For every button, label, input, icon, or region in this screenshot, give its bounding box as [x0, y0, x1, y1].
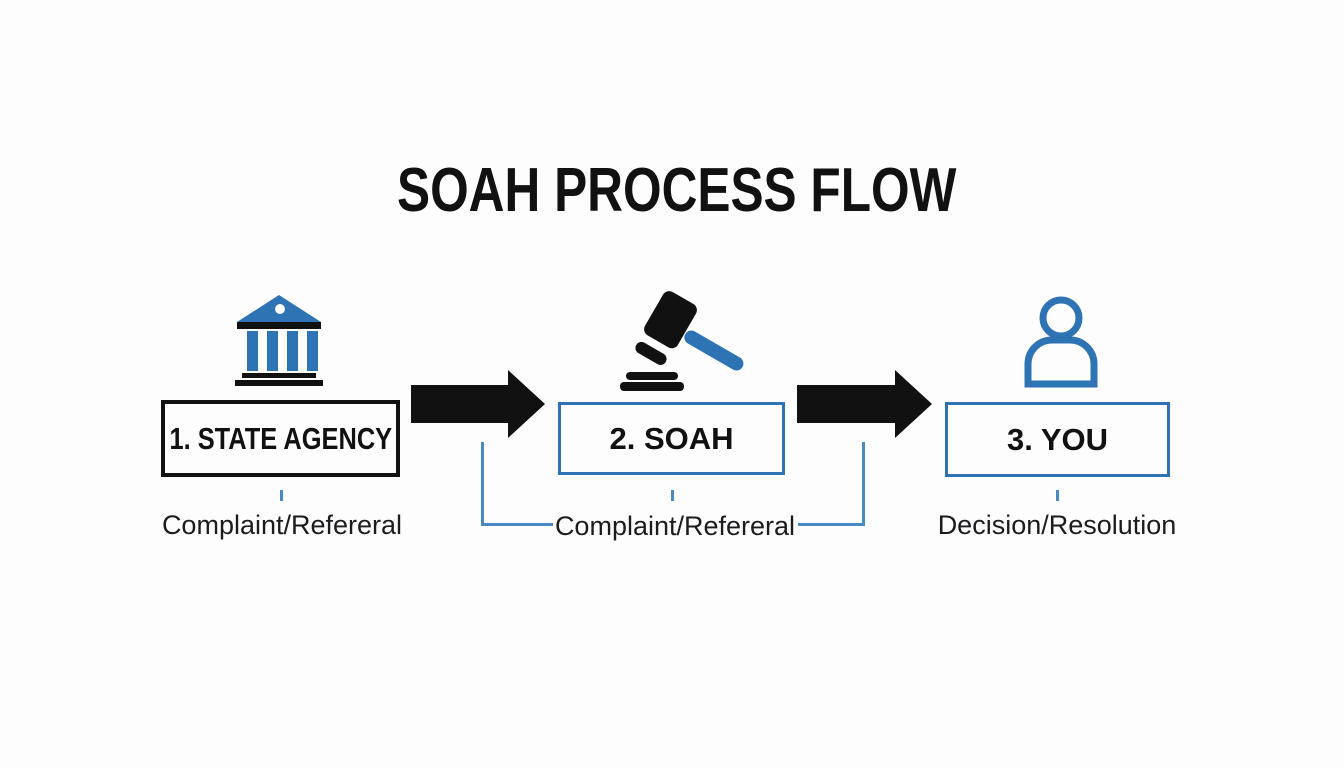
- step-box-you: 3. YOU: [945, 402, 1170, 477]
- step-box-soah: 2. SOAH: [558, 402, 785, 475]
- person-icon: [1021, 296, 1099, 390]
- connector-line-horizontal: [481, 523, 553, 526]
- connector-line-horizontal: [798, 523, 865, 526]
- connector-line-vertical: [481, 442, 484, 526]
- diagram-title: SOAH PROCESS FLOW: [397, 156, 957, 225]
- arrow-right-icon: [797, 370, 932, 438]
- connector-tick: [280, 490, 283, 501]
- bank-icon: [233, 292, 325, 386]
- connector-line-vertical: [862, 442, 865, 526]
- arrow-right-icon: [411, 370, 545, 438]
- step-label-soah: 2. SOAH: [609, 420, 734, 456]
- step-label-you: 3. YOU: [1006, 421, 1109, 457]
- connector-tick: [671, 490, 674, 501]
- step-label-state-agency: 1. STATE AGENCY: [169, 420, 392, 456]
- step-box-state-agency: 1. STATE AGENCY: [161, 400, 400, 477]
- gavel-icon: [600, 288, 748, 392]
- sublabel-complaint-referral-1: Complaint/Refereral: [161, 510, 403, 540]
- sublabel-complaint-referral-2: Complaint/Refereral: [554, 511, 796, 541]
- connector-tick: [1056, 490, 1059, 501]
- sublabel-decision-resolution: Decision/Resolution: [937, 510, 1177, 540]
